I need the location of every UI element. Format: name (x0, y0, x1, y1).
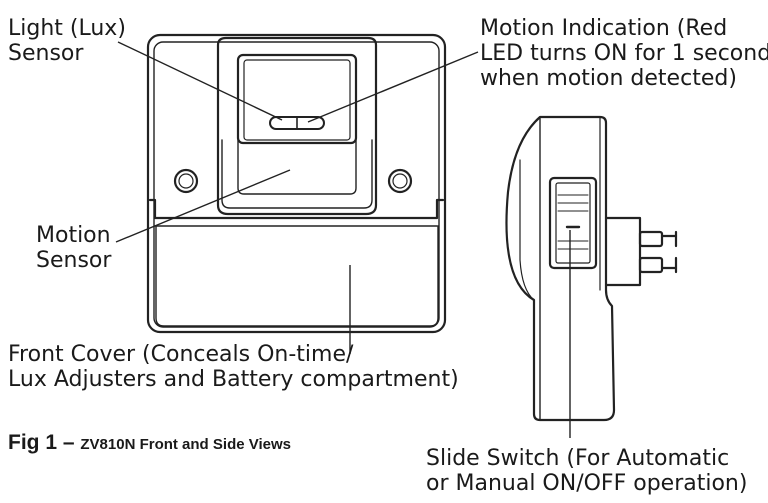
light-sensor-label: Light (Lux) Sensor (8, 16, 126, 66)
figure-number: Fig 1 (8, 431, 58, 454)
leader-motion-sensor (115, 169, 291, 243)
side-view (505, 115, 678, 422)
slide-switch (548, 176, 598, 270)
left-screw (173, 168, 199, 194)
caption-dash: – (57, 431, 81, 454)
front-cover-label: Front Cover (Conceals On-time/ Lux Adjus… (8, 342, 459, 392)
leader-lines (115, 41, 571, 438)
connector (604, 216, 642, 287)
slide-switch-label: Slide Switch (For Automatic or Manual ON… (426, 446, 748, 496)
motion-indication-label: Motion Indication (Red LED turns ON for … (480, 16, 768, 91)
front-view (146, 33, 447, 334)
caption-text: ZV810N Front and Side Views (80, 436, 291, 453)
right-screw (387, 168, 413, 194)
side-housing (505, 115, 616, 422)
front-housing (146, 33, 447, 334)
sensor-frame (216, 36, 378, 216)
leader-light-sensor (117, 41, 283, 121)
motion-sensor-label: Motion Sensor (36, 223, 112, 273)
leader-motion-indication (307, 51, 479, 123)
figure-caption: Fig 1 – ZV810N Front and Side Views (8, 431, 291, 455)
